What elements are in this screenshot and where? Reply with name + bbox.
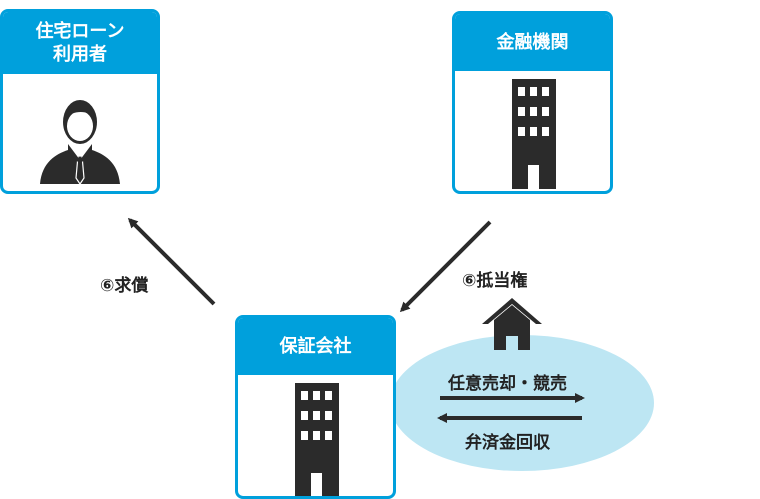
guarantor-card: 保証会社 — [235, 315, 396, 499]
bank-title: 金融機関 — [455, 14, 610, 71]
sale-label: 任意売却・競売 — [448, 374, 567, 394]
guarantor-title: 保証会社 — [238, 318, 393, 375]
bank-card: 金融機関 — [452, 11, 613, 194]
mortgage-arrow — [399, 220, 492, 313]
house-icon — [482, 298, 542, 350]
reimbursement-label: ⑥求償 — [100, 276, 149, 296]
mortgage-label: ⑥抵当権 — [462, 271, 528, 291]
borrower-card: 住宅ローン 利用者 — [0, 9, 160, 194]
borrower-title: 住宅ローン 利用者 — [3, 12, 157, 74]
repayment-label: 弁済金回収 — [465, 433, 550, 453]
reimbursement-arrow — [127, 217, 216, 306]
person-icon — [40, 100, 120, 186]
process-ellipse — [390, 335, 654, 471]
building-icon — [511, 79, 556, 189]
building-icon — [294, 383, 339, 496]
